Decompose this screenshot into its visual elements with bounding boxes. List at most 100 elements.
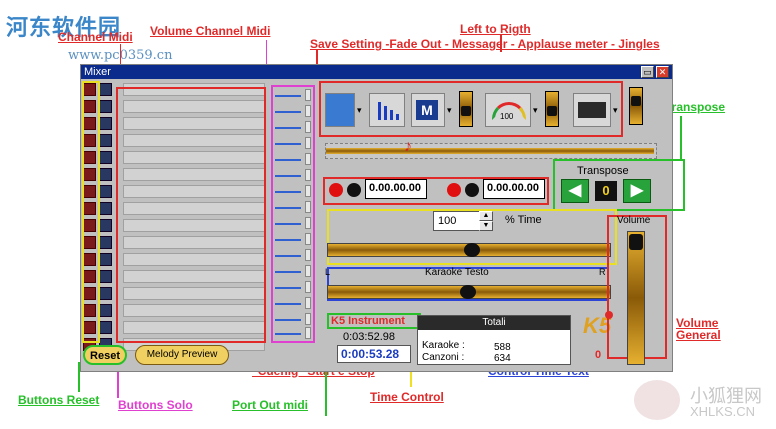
time-control-outline (327, 209, 617, 265)
label-port-out-midi: Port Out midi (232, 398, 308, 412)
applause-level-slider[interactable] (545, 91, 559, 127)
port-out-control[interactable] (305, 137, 311, 149)
volume-slider[interactable] (275, 89, 301, 103)
dropdown-arrow-icon[interactable]: ▾ (357, 105, 362, 115)
jingles-level-slider[interactable] (629, 87, 643, 125)
messager-level-slider[interactable] (459, 91, 473, 127)
channel-solo-button[interactable] (99, 202, 112, 215)
volume-slider[interactable] (275, 137, 301, 151)
karaoke-slider[interactable] (327, 285, 611, 299)
transpose-outline (553, 159, 685, 211)
karaoke-label: Karaoke Testo (425, 267, 489, 278)
watermark-logo: 河东软件园 (6, 16, 122, 41)
volume-slider[interactable] (275, 153, 301, 167)
transpose-up-button[interactable]: ▶ (623, 179, 651, 203)
port-out-control[interactable] (305, 281, 311, 293)
volume-slider[interactable] (275, 105, 301, 119)
label-time-control: Time Control (370, 390, 444, 404)
reset-button[interactable]: Reset (83, 345, 127, 365)
dropdown-arrow-icon[interactable]: ▾ (533, 105, 538, 115)
volume-slider[interactable] (275, 249, 301, 263)
volume-value: 0 (595, 349, 602, 361)
record-button[interactable] (447, 183, 461, 197)
end-time-field[interactable]: 0.00.00.00 (483, 179, 545, 199)
port-out-control[interactable] (305, 153, 311, 165)
port-out-control[interactable] (305, 121, 311, 133)
label-volume-general-1: Volume (676, 316, 719, 330)
port-out-control[interactable] (305, 249, 311, 261)
port-out-control[interactable] (305, 217, 311, 229)
fade-out-icon[interactable] (369, 93, 405, 127)
label-volume-channel: Volume Channel Midi (150, 24, 271, 38)
channel-solo-button[interactable] (99, 168, 112, 181)
port-out-control[interactable] (305, 233, 311, 245)
connector-line (680, 116, 682, 160)
close-button[interactable]: ✕ (656, 66, 669, 78)
volume-label: Volume (617, 215, 651, 226)
jingles-icon[interactable] (573, 93, 611, 127)
totali-title: Totali (418, 316, 570, 330)
volume-slider[interactable] (275, 217, 301, 231)
minimize-button[interactable]: ▭ (641, 66, 654, 78)
channel-solo-button[interactable] (99, 151, 112, 164)
watermark-right-cn: 小狐狸网 (690, 386, 762, 407)
volume-slider[interactable] (275, 297, 301, 311)
window-title: Mixer (81, 65, 672, 79)
port-out-control[interactable] (305, 105, 311, 117)
port-out-control[interactable] (305, 185, 311, 197)
tempo-slider[interactable] (327, 243, 611, 257)
label-volume-general-2: General (676, 328, 721, 342)
channel-solo-button[interactable] (99, 219, 112, 232)
melody-preview-button[interactable]: Melody Preview (135, 345, 229, 365)
channel-solo-button[interactable] (99, 321, 112, 334)
volume-slider[interactable] (275, 313, 301, 327)
totali-panel: Totali Karaoke : 588 Canzoni : 634 (417, 315, 571, 365)
connector-line (500, 34, 502, 52)
applause-meter-icon[interactable]: 100 (485, 93, 531, 127)
transpose-value: 0 (595, 181, 617, 201)
channel-solo-button[interactable] (99, 100, 112, 113)
volume-slider[interactable] (275, 281, 301, 295)
volume-general-slider[interactable] (627, 231, 645, 365)
tempo-up-button[interactable]: ▲ (479, 211, 493, 221)
music-note-icon[interactable]: ♪ (404, 138, 412, 155)
port-out-control[interactable] (305, 297, 311, 309)
volume-slider[interactable] (275, 327, 301, 341)
volume-slider[interactable] (275, 265, 301, 279)
transpose-title: Transpose (577, 165, 629, 177)
volume-slider[interactable] (275, 121, 301, 135)
port-out-control[interactable] (305, 201, 311, 213)
port-out-control[interactable] (305, 89, 311, 101)
stop-button[interactable] (347, 183, 361, 197)
label-buttons-reset: Buttons Reset (18, 393, 100, 407)
dropdown-arrow-icon[interactable]: ▾ (447, 105, 452, 115)
messager-icon[interactable]: M (411, 93, 445, 127)
save-setting-icon[interactable] (325, 93, 355, 127)
channel-solo-button[interactable] (99, 253, 112, 266)
volume-slider[interactable] (275, 233, 301, 247)
stop-button[interactable] (465, 183, 479, 197)
channel-solo-button[interactable] (99, 185, 112, 198)
volume-slider[interactable] (275, 201, 301, 215)
transpose-down-button[interactable]: ◀ (561, 179, 589, 203)
channel-list (83, 83, 271, 351)
port-out-control[interactable] (305, 327, 311, 339)
port-out-control[interactable] (305, 313, 311, 325)
tempo-down-button[interactable]: ▼ (479, 221, 493, 231)
channel-solo-button[interactable] (99, 134, 112, 147)
channel-solo-button[interactable] (99, 304, 112, 317)
port-out-control[interactable] (305, 265, 311, 277)
dropdown-arrow-icon[interactable]: ▾ (613, 105, 618, 115)
logo-dot-icon (605, 311, 613, 319)
volume-slider[interactable] (275, 185, 301, 199)
channel-solo-button[interactable] (99, 287, 112, 300)
channel-solo-button[interactable] (99, 83, 112, 96)
position-bar[interactable] (326, 148, 654, 154)
volume-slider[interactable] (275, 169, 301, 183)
record-button[interactable] (329, 183, 343, 197)
port-out-control[interactable] (305, 169, 311, 181)
channel-solo-button[interactable] (99, 236, 112, 249)
start-time-field[interactable]: 0.00.00.00 (365, 179, 427, 199)
channel-solo-button[interactable] (99, 270, 112, 283)
channel-solo-button[interactable] (99, 117, 112, 130)
